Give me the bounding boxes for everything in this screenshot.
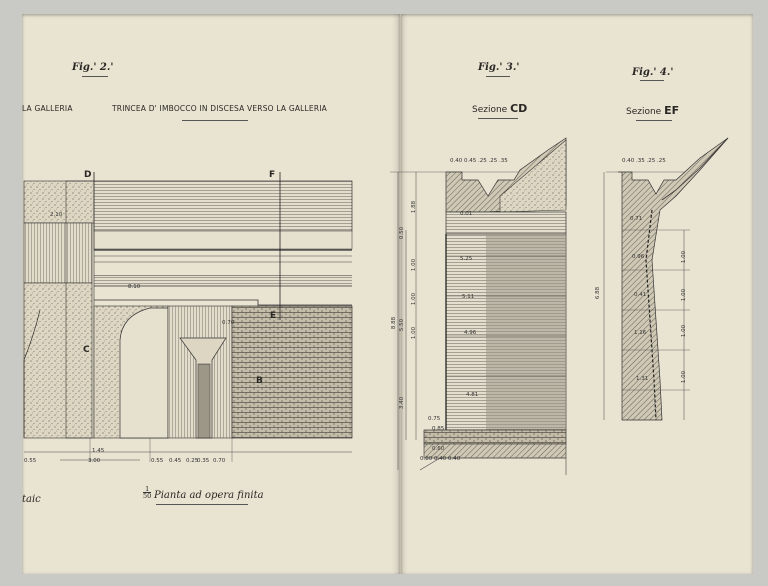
fig3-dim-r5: 4.81 xyxy=(466,392,479,398)
fig3-dim-1-00-b: 1.00 xyxy=(411,292,418,306)
fig3-section-drawing xyxy=(390,137,567,475)
dim-8-10: 8.10 xyxy=(128,284,141,290)
dim-2-10: 2.10 xyxy=(50,212,63,218)
section-letter-f: F xyxy=(269,170,276,180)
fig4-dim-s3: 1.00 xyxy=(681,324,688,338)
dim-0-70-bottom: 0.70 xyxy=(213,458,226,464)
plan-caption: Pianta ad opera finita xyxy=(154,490,264,501)
fig4-dim-top: 0.40 .35 .25 .25 xyxy=(622,158,666,164)
fig4-dim-s1: 1.00 xyxy=(681,250,688,264)
fig3-underline xyxy=(486,76,510,77)
caption-underline xyxy=(182,120,248,121)
fig3-dim-total: 8.88 xyxy=(391,316,398,330)
fig2-label: Fig.' 2.' xyxy=(72,62,114,73)
section-ef-title: Sezione EF xyxy=(626,104,679,117)
dim-0-35: 0.35 xyxy=(197,458,210,464)
section-ef-underline xyxy=(636,120,672,121)
dim-0-55-left: 0.55 xyxy=(24,458,37,464)
fig3-dim-low: 3.40 xyxy=(399,396,406,410)
section-letter-c: C xyxy=(83,345,90,355)
fig2-plan-drawing xyxy=(23,172,353,462)
fig4-label: Fig.' 4.' xyxy=(632,67,674,78)
fig4-dim-r1: 0.71 xyxy=(630,216,643,222)
fig3-dim-0-75: 0.75 xyxy=(428,416,441,422)
fig3-dim-0-85: 0.85 xyxy=(432,426,445,432)
margin-fragment: taic xyxy=(22,494,41,505)
section-letter-d: D xyxy=(84,170,92,180)
fig3-dim-0-60: 0.60 xyxy=(432,446,445,452)
section-cd-underline xyxy=(478,118,518,119)
fig4-dim-s4: 1.00 xyxy=(681,370,688,384)
fig3-dim-r2: 5.25 xyxy=(460,256,473,262)
section-cd-prefix: Sezione xyxy=(472,105,508,115)
scale-fraction: 1 50 xyxy=(143,485,152,500)
fig3-label: Fig.' 3.' xyxy=(478,62,520,73)
fig4-dim-r5: 1.31 xyxy=(636,376,649,382)
dim-0-25: 0.25 xyxy=(186,458,199,464)
scale-denominator: 50 xyxy=(143,492,152,500)
section-ef-letters: EF xyxy=(664,104,680,117)
fig4-dim-r3: 0.41 xyxy=(634,292,647,298)
fig4-dim-r2: 0.96 xyxy=(632,254,645,260)
fig2-underline xyxy=(82,76,108,77)
fig3-dim-r1: 0.01 xyxy=(460,211,473,217)
section-cd-letters: CD xyxy=(510,102,528,115)
dim-0-55: 0.55 xyxy=(151,458,164,464)
fig3-dim-r3: 5.11 xyxy=(462,294,475,300)
caption-galleria-fragment: LA GALLERIA xyxy=(22,104,73,113)
fig4-section-drawing xyxy=(603,137,729,421)
scale-numerator: 1 xyxy=(145,485,150,493)
fig4-dim-total: 6.88 xyxy=(595,286,602,300)
fig4-underline xyxy=(640,80,664,81)
fig3-dim-top: 0.40 0.45 .25 .25 .35 xyxy=(450,158,508,164)
section-letter-b: B xyxy=(256,376,263,386)
fig3-dim-1-00-a: 1.00 xyxy=(411,258,418,272)
fig3-dim-r4: 4.96 xyxy=(464,330,477,336)
fig3-dim-mid: 5.50 xyxy=(399,318,406,332)
dim-1-45: 1.45 xyxy=(92,448,105,454)
dim-3-00: 3.00 xyxy=(88,458,101,464)
fig4-dim-s2: 1.00 xyxy=(681,288,688,302)
book-gutter xyxy=(392,14,408,574)
fig3-dim-0-50: 0.50 xyxy=(399,226,406,240)
fig4-dim-r4: 1.16 xyxy=(634,330,647,336)
dim-0-45: 0.45 xyxy=(169,458,182,464)
fig3-dim-1-88: 1.88 xyxy=(411,200,418,214)
section-ef-prefix: Sezione xyxy=(626,107,662,117)
fig3-dim-1-00-c: 1.00 xyxy=(411,326,418,340)
section-cd-title: Sezione CD xyxy=(472,102,527,115)
fig3-dim-bottom: 0.80 0.40 0.40 xyxy=(420,456,461,462)
section-letter-e: E xyxy=(270,311,277,321)
plan-caption-underline xyxy=(156,504,248,505)
dim-0-70: 0.70 xyxy=(222,320,235,326)
caption-trincea: TRINCEA D' IMBOCCO IN DISCESA VERSO LA G… xyxy=(112,104,328,113)
